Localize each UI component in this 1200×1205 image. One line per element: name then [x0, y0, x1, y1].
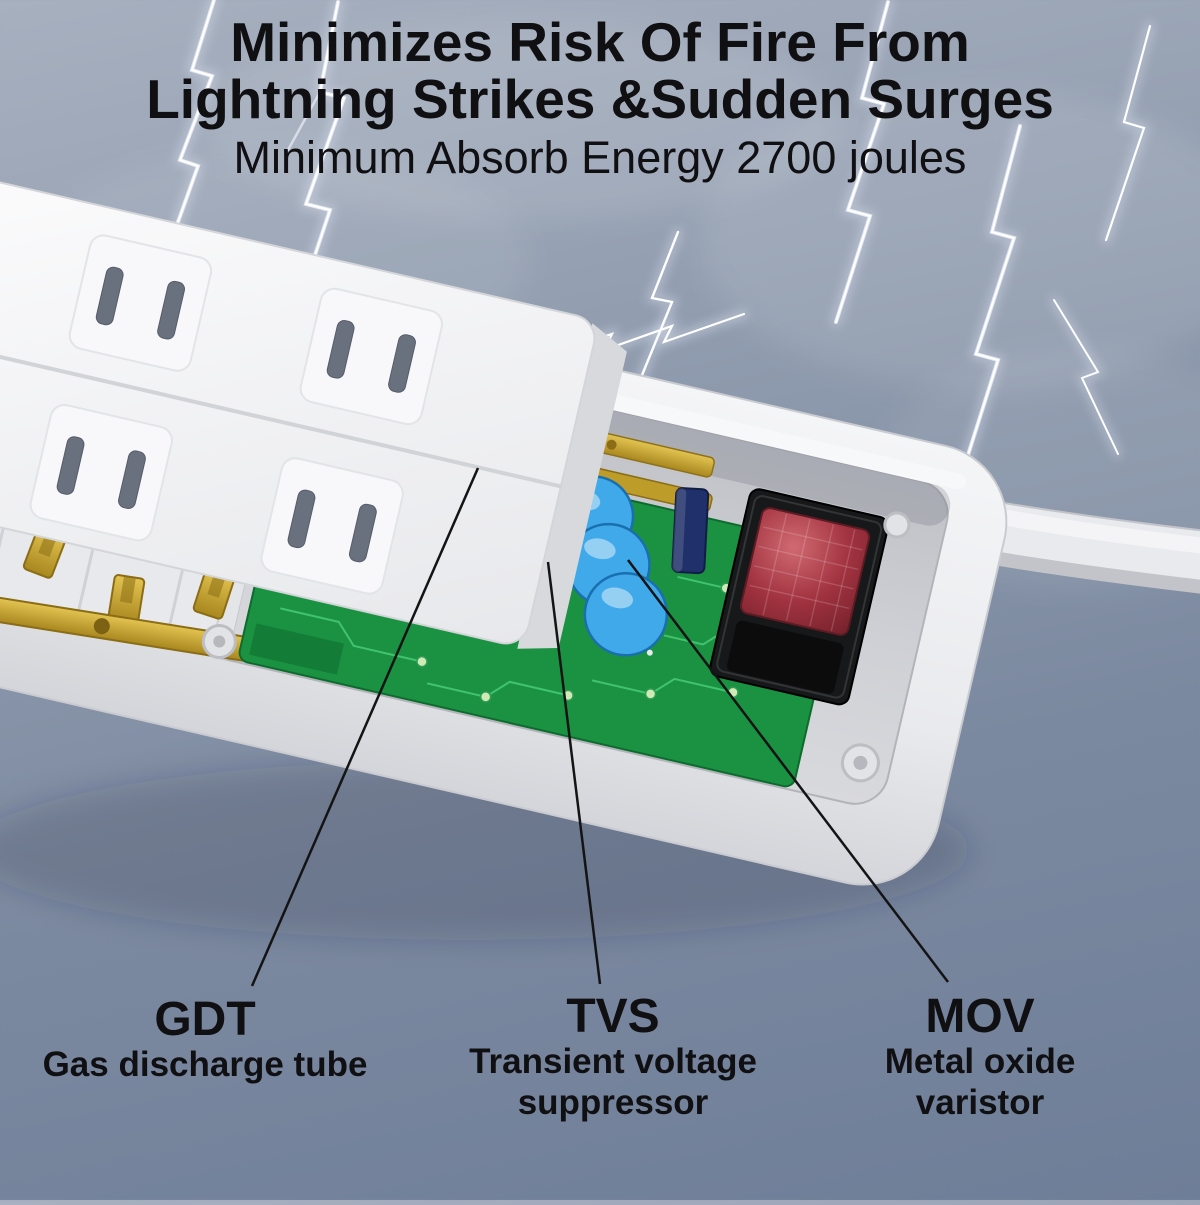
outlet-slot — [157, 280, 185, 340]
callout-line-gdt — [250, 467, 480, 987]
gdt-full-label: Gas discharge tube — [42, 1045, 368, 1085]
mov-full-label: Metal oxide varistor — [884, 1042, 1076, 1122]
outlet — [299, 287, 443, 426]
lightning-bolt — [957, 121, 1025, 479]
mov-abbr-label: MOV — [925, 990, 1035, 1043]
gdt-abbr-label: GDT — [154, 993, 256, 1046]
mov-discs — [551, 475, 669, 657]
headline: Minimizes Risk Of Fire From Lightning St… — [0, 11, 1200, 131]
lightning-bolt — [163, 0, 219, 255]
headline-line-1: Minimizes Risk Of Fire From — [230, 11, 970, 73]
headline-line-2: Lightning Strikes &Sudden Surges — [146, 68, 1054, 131]
callout-gdt: GDT Gas discharge tube — [42, 993, 368, 1086]
callout-line-mov — [627, 559, 949, 983]
strip-cover — [0, 165, 627, 649]
outlet — [260, 457, 404, 595]
outlet-slot — [348, 503, 377, 563]
brass-clip — [107, 574, 146, 626]
lightning-bolt — [1050, 21, 1155, 458]
outlet — [29, 403, 173, 542]
lightning-bolts — [163, 0, 1155, 479]
lightning-bolt — [831, 0, 893, 327]
callout-line-tvs — [546, 561, 602, 985]
outlet-slot — [118, 450, 146, 509]
switch-red-window — [739, 507, 871, 636]
power-strip — [0, 165, 1008, 886]
outlet-slot — [287, 489, 316, 549]
tvs-full-label-line2: suppressor — [517, 1082, 709, 1122]
callout-lines — [250, 467, 949, 987]
lightning-bolt — [285, 0, 351, 335]
capacitor — [671, 487, 710, 575]
subtitle: Minimum Absorb Energy 2700 joules — [233, 132, 967, 183]
outlet-slot — [95, 266, 124, 326]
outlet-slot — [388, 334, 416, 393]
callout-mov: MOV Metal oxide varistor — [870, 990, 1090, 1124]
outlet-slot — [326, 320, 355, 379]
callout-tvs: TVS Transient voltage suppressor — [469, 990, 757, 1124]
tvs-abbr-label: TVS — [566, 990, 660, 1043]
tvs-full-label-line1: Transient voltage — [469, 1042, 757, 1082]
rocker-switch — [709, 488, 889, 706]
outlet-slot — [56, 436, 85, 495]
outlet — [68, 234, 213, 372]
screw-bosses — [201, 511, 911, 783]
